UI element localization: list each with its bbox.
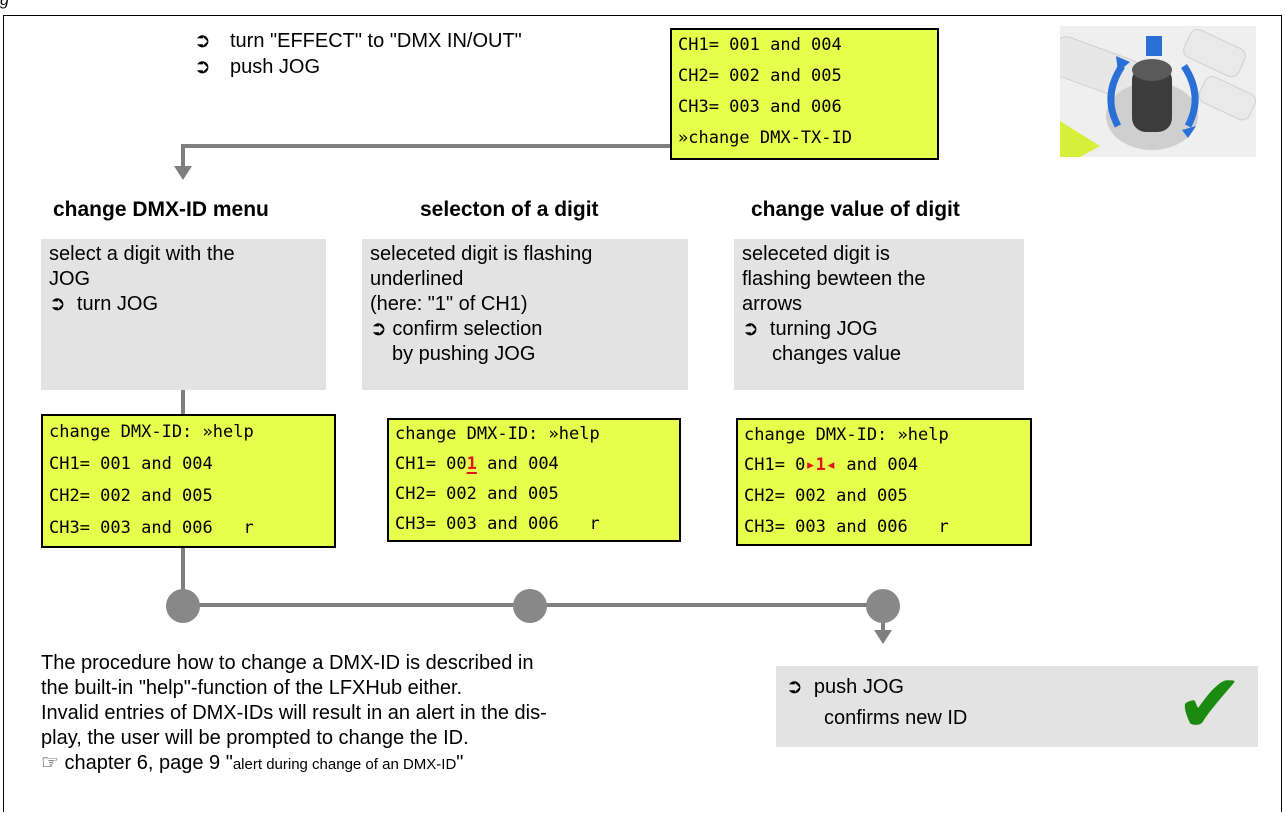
lcd-row: CH2= 002 and 005 xyxy=(49,486,213,506)
step-dot-2 xyxy=(513,589,547,623)
description-line: changes value xyxy=(772,343,901,365)
paragraph-line: the built-in "help"-function of the LFXH… xyxy=(41,677,463,699)
arrowhead-menu xyxy=(174,166,192,180)
step-arrow-icon: ➲ xyxy=(49,293,66,315)
step-arrow-icon: ➲ xyxy=(194,30,211,52)
page-frame xyxy=(3,15,1282,812)
menu-description-box: select a digit with the JOG ➲ turn JOG xyxy=(41,239,326,390)
lcd-row: CH2= 002 and 005 xyxy=(678,66,842,86)
step-arrow-icon: ➲ xyxy=(786,676,803,698)
step-arrow-icon: ➲ xyxy=(194,56,211,78)
description-step: ➲ confirm selection xyxy=(370,318,543,340)
lcd-row: CH2= 002 and 005 xyxy=(395,484,559,504)
description-line: select a digit with the xyxy=(49,243,235,265)
column-title-selection: selecton of a digit xyxy=(420,198,599,221)
lcd-row: CH2= 002 and 005 xyxy=(744,486,908,506)
paragraph-line: Invalid entries of DMX-IDs will result i… xyxy=(41,702,547,724)
flashing-digit: 1 xyxy=(815,455,826,475)
description-line: underlined xyxy=(370,268,464,290)
lcd-row: CH1= 0▸1◂ and 004 xyxy=(744,455,919,475)
lcd-row: »change DMX-TX-ID xyxy=(678,128,852,148)
lcd-row: change DMX-ID: »help xyxy=(395,424,600,444)
selected-digit: 1 xyxy=(466,454,477,474)
confirm-line: confirms new ID xyxy=(824,707,968,729)
arrowhead-final xyxy=(874,630,892,644)
step-arrow-icon: ➲ xyxy=(742,318,759,340)
chapter-reference: ☞ chapter 6, page 9 "alert during change… xyxy=(41,752,464,774)
lcd-row: CH1= 001 and 004 xyxy=(678,35,842,55)
left-flash-arrow-icon: ▸ xyxy=(805,455,816,475)
selection-description-box: seleceted digit is flashing underlined (… xyxy=(362,239,688,390)
description-line: arrows xyxy=(742,293,803,315)
right-flash-arrow-icon: ◂ xyxy=(825,455,837,475)
description-line: seleceted digit is xyxy=(742,243,890,265)
lcd-row: CH3= 003 and 006 r xyxy=(744,517,949,537)
lcd-row: CH3= 003 and 006 r xyxy=(49,518,254,538)
top-step-1: ➲turn "EFFECT" to "DMX IN/OUT" xyxy=(188,28,522,54)
description-line: by pushing JOG xyxy=(392,343,536,365)
description-step: ➲ turning JOG xyxy=(742,318,878,340)
check-icon: ✔ xyxy=(1175,659,1244,750)
paragraph-line: The procedure how to change a DMX-ID is … xyxy=(41,652,534,674)
lcd-row: CH3= 003 and 006 xyxy=(678,97,842,117)
top-steps: ➲turn "EFFECT" to "DMX IN/OUT" ➲push JOG xyxy=(188,28,522,80)
column-title-menu: change DMX-ID menu xyxy=(53,198,269,221)
bottom-paragraph: The procedure how to change a DMX-ID is … xyxy=(41,651,547,777)
confirm-box: ➲ push JOG confirms new ID ✔ xyxy=(776,660,1258,750)
menu-lcd-display: change DMX-ID: »help CH1= 001 and 004 CH… xyxy=(41,414,336,548)
description-line: flashing bewteen the xyxy=(742,268,926,290)
lcd-row: change DMX-ID: »help xyxy=(49,422,254,442)
step-dot-1 xyxy=(166,589,200,623)
lcd-row: CH1= 001 and 004 xyxy=(395,454,559,474)
step-arrow-icon: ➲ xyxy=(370,318,387,340)
description-line: JOG xyxy=(49,268,91,290)
step-dot-3 xyxy=(866,589,900,623)
pointing-hand-icon: ☞ xyxy=(41,752,59,774)
change-value-description-box: seleceted digit is flashing bewteen the … xyxy=(734,239,1024,390)
lcd-row: CH3= 003 and 006 r xyxy=(395,514,600,534)
confirm-step: ➲ push JOG xyxy=(786,676,904,698)
description-step: ➲ turn JOG xyxy=(49,293,159,315)
paragraph-line: play, the user will be prompted to chang… xyxy=(41,727,469,749)
selection-lcd-display: change DMX-ID: »help CH1= 001 and 004 CH… xyxy=(387,418,681,542)
page-caption: g xyxy=(0,0,9,9)
lcd-row: change DMX-ID: »help xyxy=(744,425,949,445)
description-line: (here: "1" of CH1) xyxy=(370,293,528,315)
lcd-row: CH1= 001 and 004 xyxy=(49,454,213,474)
top-step-2: ➲push JOG xyxy=(188,54,522,80)
column-title-change-value: change value of digit xyxy=(751,198,960,221)
top-lcd-display: CH1= 001 and 004 CH2= 002 and 005 CH3= 0… xyxy=(670,28,939,160)
jog-photo xyxy=(1060,26,1256,157)
change-value-lcd-display: change DMX-ID: »help CH1= 0▸1◂ and 004 C… xyxy=(736,418,1032,546)
description-line: seleceted digit is flashing xyxy=(370,243,593,265)
